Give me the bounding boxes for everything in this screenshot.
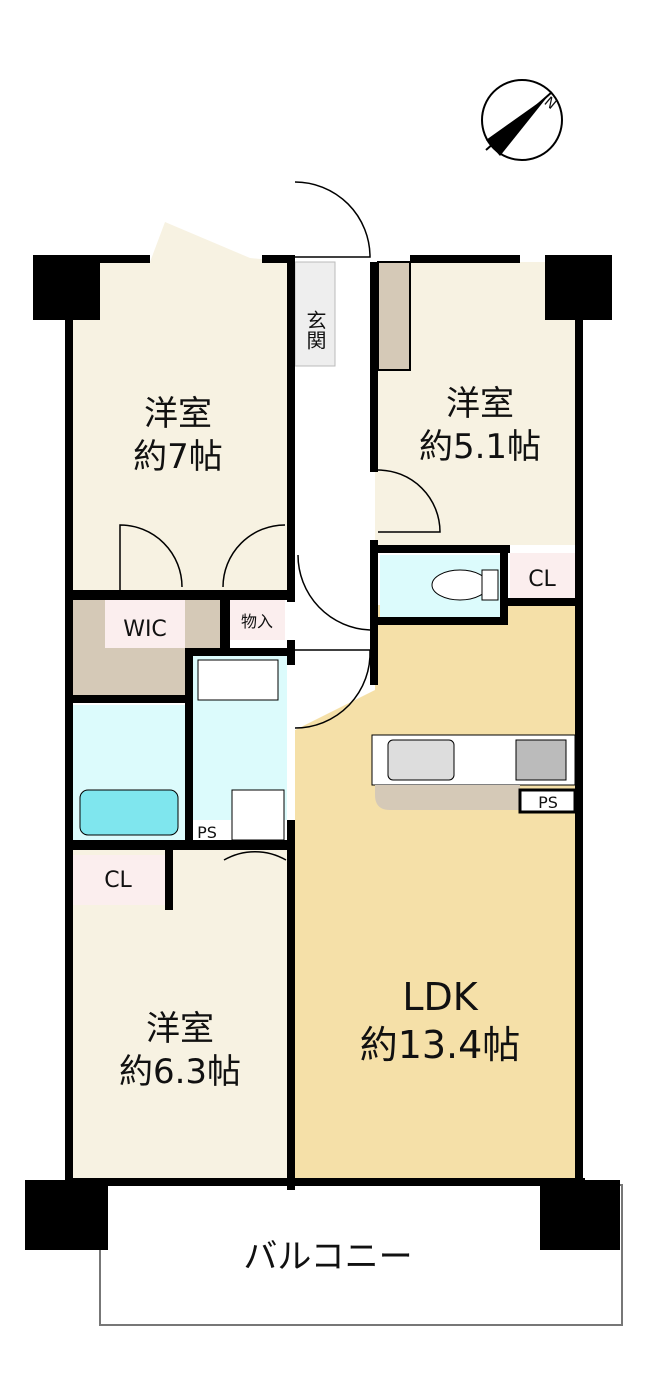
room-label-ldk: LDK bbox=[402, 975, 478, 1019]
room-size-western-7: 約7帖 bbox=[133, 437, 223, 477]
toilet-icon bbox=[431, 569, 489, 601]
ldk-floor bbox=[295, 605, 575, 1180]
room-label-western-7: 洋室 bbox=[144, 394, 212, 434]
closet-bottom bbox=[72, 855, 165, 905]
walls bbox=[25, 255, 620, 1250]
shoe-cabinet bbox=[377, 261, 411, 371]
washbasin-icon bbox=[197, 659, 279, 701]
storage-closet bbox=[230, 600, 285, 640]
ps-kitchen-label: PS bbox=[538, 793, 558, 812]
storage-label: 物入 bbox=[241, 612, 273, 631]
toilet-tank bbox=[481, 569, 499, 601]
closet-top-label: CL bbox=[528, 567, 556, 592]
door-swings bbox=[119, 181, 441, 861]
closet-bottom-label: CL bbox=[104, 868, 132, 893]
back-counter bbox=[375, 785, 520, 810]
balcony-label: バルコニー bbox=[243, 1237, 412, 1277]
western-room-7-floor bbox=[72, 222, 290, 590]
entrance-label: 玄関 bbox=[303, 310, 327, 350]
room-size-western-51: 約5.1帖 bbox=[419, 427, 541, 467]
washing-machine-pan bbox=[231, 789, 285, 841]
bathtub-icon bbox=[79, 789, 179, 836]
room-size-western-63: 約6.3帖 bbox=[119, 1052, 241, 1092]
room-label-western-51: 洋室 bbox=[446, 384, 514, 424]
wic-label: WIC bbox=[123, 617, 167, 642]
closet-top bbox=[510, 553, 575, 598]
compass-icon: N bbox=[481, 79, 563, 161]
stove-icon bbox=[515, 739, 567, 781]
sink-icon bbox=[387, 739, 455, 781]
ps-wash-label: PS bbox=[197, 823, 217, 842]
room-size-ldk: 約13.4帖 bbox=[360, 1023, 521, 1067]
room-label-western-63: 洋室 bbox=[146, 1009, 214, 1049]
balcony-area bbox=[99, 1184, 623, 1326]
wic-label-bg bbox=[105, 600, 185, 648]
